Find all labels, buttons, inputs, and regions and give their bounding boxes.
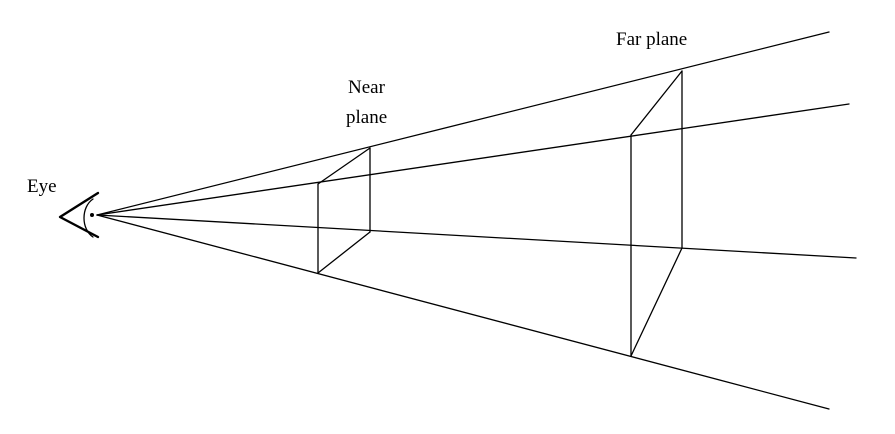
near-plane-label-line1: Near [348, 77, 386, 98]
ray-top [96, 31, 830, 216]
far-plane-bottom-edge [630, 247, 683, 357]
eye-pupil [90, 213, 94, 217]
near-plane-label-line2: plane [346, 107, 387, 128]
view-rays [96, 31, 857, 410]
near-plane [317, 147, 371, 274]
far-plane-label: Far plane [616, 29, 687, 50]
near-plane-top-edge [317, 147, 371, 185]
near-plane-bottom-edge [317, 231, 371, 274]
eye-icon [58, 191, 100, 239]
ray-upper [96, 103, 850, 216]
eye-label: Eye [27, 176, 57, 197]
ray-bottom [96, 214, 830, 410]
far-plane [630, 70, 683, 357]
ray-lower [96, 214, 857, 259]
far-plane-top-edge [630, 70, 683, 136]
